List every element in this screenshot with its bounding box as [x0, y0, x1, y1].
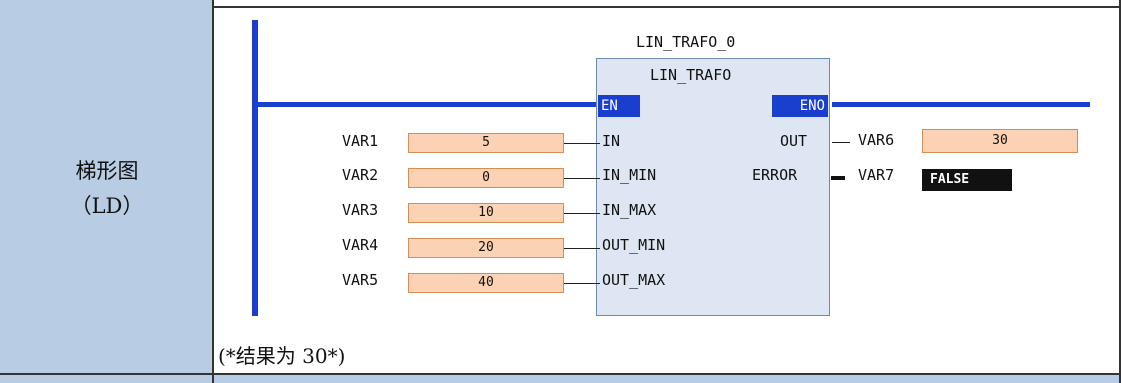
input-value-box[interactable]: 0: [408, 168, 564, 188]
next-row-strip: [214, 375, 1121, 383]
input-wire: [564, 248, 600, 249]
input-pin-name: OUT_MIN: [602, 236, 666, 254]
output-variable-name: VAR6: [858, 131, 895, 149]
en-connection-wire: [256, 102, 596, 107]
input-pin-name: IN_MAX: [602, 201, 657, 219]
language-label-cell: 梯形图 （LD）: [0, 0, 214, 383]
output-wire: [831, 176, 845, 180]
input-variable-name: VAR1: [342, 132, 379, 150]
input-variable-name: VAR4: [342, 236, 379, 254]
eno-pin: ENO: [772, 95, 828, 117]
input-wire: [564, 143, 600, 144]
input-value-box[interactable]: 10: [408, 203, 564, 223]
output-value-box[interactable]: FALSE: [922, 169, 1012, 191]
output-value-box[interactable]: 30: [922, 129, 1078, 153]
input-variable-name: VAR3: [342, 201, 379, 219]
language-name: 梯形图: [75, 159, 139, 183]
output-wire: [832, 142, 850, 143]
output-pin-name: OUT: [780, 132, 808, 150]
table-bottom-border: [0, 373, 1121, 375]
input-pin-name: OUT_MAX: [602, 271, 666, 289]
input-value-box[interactable]: 20: [408, 238, 564, 258]
result-comment: (*结果为 30*): [218, 344, 346, 368]
table-top-border: [0, 0, 1121, 8]
eno-connection-wire: [832, 102, 1090, 107]
left-power-rail: [252, 20, 258, 316]
input-variable-name: VAR2: [342, 166, 379, 184]
en-pin: EN: [598, 95, 640, 117]
block-instance-name: LIN_TRAFO_0: [636, 33, 736, 51]
input-pin-name: IN: [602, 132, 621, 150]
language-abbrev: （LD）: [70, 194, 144, 218]
output-pin-name: ERROR: [752, 166, 798, 184]
input-pin-name: IN_MIN: [602, 166, 657, 184]
input-wire: [564, 178, 600, 179]
table-right-border: [1119, 0, 1121, 383]
input-variable-name: VAR5: [342, 271, 379, 289]
input-value-box[interactable]: 40: [408, 273, 564, 293]
block-type-name: LIN_TRAFO: [650, 66, 732, 84]
output-variable-name: VAR7: [858, 166, 895, 184]
input-wire: [564, 283, 600, 284]
input-value-box[interactable]: 5: [408, 133, 564, 153]
input-wire: [564, 213, 600, 214]
